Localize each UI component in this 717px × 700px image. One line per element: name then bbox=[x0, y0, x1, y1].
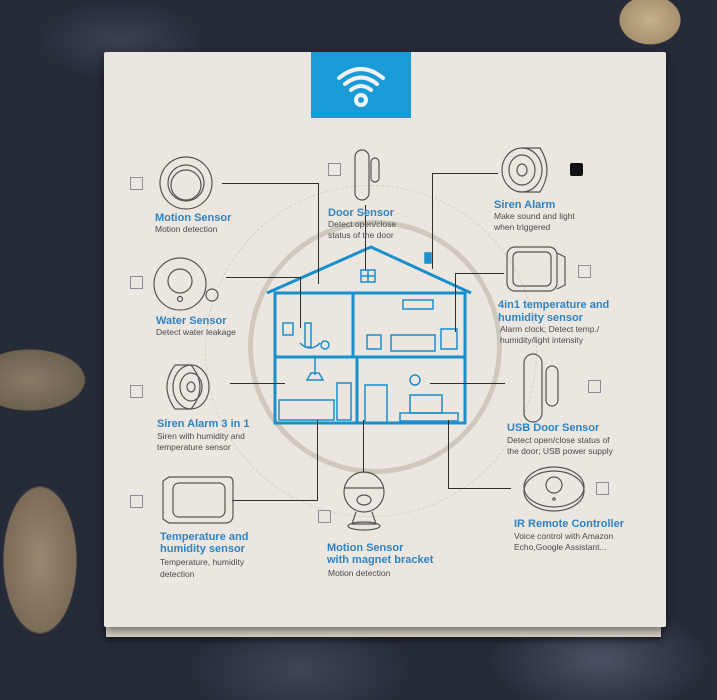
usb-door-sensor-desc-1: Detect open/close status of bbox=[507, 435, 610, 445]
siren-alarm-3in1-desc-2: temperature sensor bbox=[157, 442, 231, 452]
siren-alarm-3in1-title: Siren Alarm 3 in 1 bbox=[157, 418, 250, 430]
water-sensor-desc: Detect water leakage bbox=[156, 327, 236, 337]
ir-remote-image bbox=[523, 466, 585, 512]
connector-motion bbox=[222, 183, 319, 284]
checkbox-water-sensor[interactable] bbox=[130, 276, 143, 289]
door-sensor-desc-2: status of the door bbox=[328, 230, 394, 240]
connector-water bbox=[226, 277, 301, 328]
checkbox-motion-sensor[interactable] bbox=[130, 177, 143, 190]
motion-sensor-bracket-desc: Motion detection bbox=[328, 568, 391, 578]
4in1-sensor-desc-2: humidity/light intensity bbox=[500, 335, 584, 345]
usb-door-sensor-desc-2: the door; USB power supply bbox=[507, 446, 613, 456]
checkbox-4in1-sensor[interactable] bbox=[578, 265, 591, 278]
wifi-icon bbox=[337, 67, 385, 107]
connector-ir bbox=[448, 420, 511, 489]
4in1-sensor-title-1: 4in1 temperature and bbox=[498, 299, 610, 311]
wifi-badge bbox=[311, 52, 411, 118]
siren-alarm-3in1-desc-1: Siren with humidity and bbox=[157, 431, 245, 441]
siren-alarm-image bbox=[501, 147, 548, 193]
connector-usbdoor bbox=[430, 383, 505, 385]
door-sensor-image bbox=[354, 149, 380, 201]
temp-humidity-sensor-desc-2: detection bbox=[160, 569, 195, 579]
connector-4in1 bbox=[455, 273, 504, 332]
temp-humidity-sensor-image bbox=[162, 476, 234, 524]
temp-humidity-sensor-title-2: humidity sensor bbox=[160, 543, 245, 555]
checkbox-door-sensor[interactable] bbox=[328, 163, 341, 176]
ir-remote-desc-1: Voice control with Amazon bbox=[514, 531, 614, 541]
motion-sensor-bracket-title-1: Motion Sensor bbox=[327, 542, 404, 554]
checkbox-ir-remote[interactable] bbox=[596, 482, 609, 495]
connector-motion-bracket bbox=[363, 420, 365, 472]
motion-sensor-desc: Motion detection bbox=[155, 224, 218, 234]
siren-alarm-title: Siren Alarm bbox=[494, 199, 556, 211]
water-sensor-title: Water Sensor bbox=[156, 315, 227, 327]
connector-siren3in1 bbox=[230, 383, 285, 385]
usb-door-sensor-image bbox=[523, 353, 559, 423]
temp-humidity-sensor-desc-1: Temperature, humidity bbox=[160, 557, 245, 567]
connector-siren bbox=[432, 173, 498, 269]
water-sensor-image bbox=[153, 257, 219, 311]
siren-alarm-desc-2: when triggered bbox=[494, 222, 551, 232]
checkbox-temp-humidity-sensor[interactable] bbox=[130, 495, 143, 508]
checkbox-usb-door-sensor[interactable] bbox=[588, 380, 601, 393]
house-ring bbox=[248, 220, 502, 474]
motion-sensor-bracket-title-2: with magnet bracket bbox=[327, 554, 434, 566]
checkbox-siren-alarm[interactable] bbox=[570, 163, 583, 176]
decorative-dashed-ring bbox=[205, 185, 537, 517]
checkbox-motion-sensor-bracket[interactable] bbox=[318, 510, 331, 523]
ir-remote-desc-2: Echo,Google Assistant... bbox=[514, 542, 607, 552]
motion-sensor-bracket-image bbox=[343, 471, 385, 531]
door-sensor-title: Door Sensor bbox=[328, 207, 395, 219]
ir-remote-title: IR Remote Controller bbox=[514, 518, 625, 530]
connector-temp bbox=[232, 420, 318, 501]
usb-door-sensor-title: USB Door Sensor bbox=[507, 422, 600, 434]
checkbox-siren-alarm-3in1[interactable] bbox=[130, 385, 143, 398]
connector-door bbox=[365, 205, 367, 270]
4in1-sensor-desc-1: Alarm clock; Detect temp./ bbox=[500, 324, 600, 334]
4in1-sensor-title-2: humidity sensor bbox=[498, 312, 583, 324]
temp-humidity-sensor-title-1: Temperature and bbox=[160, 531, 249, 543]
motion-sensor-title: Motion Sensor bbox=[155, 212, 232, 224]
4in1-sensor-image bbox=[506, 246, 566, 292]
door-sensor-desc-1: Detect open/close bbox=[328, 219, 397, 229]
siren-alarm-3in1-image bbox=[166, 364, 210, 410]
motion-sensor-image bbox=[159, 156, 213, 210]
house-diagram bbox=[266, 245, 472, 425]
siren-alarm-desc-1: Make sound and light bbox=[494, 211, 575, 221]
